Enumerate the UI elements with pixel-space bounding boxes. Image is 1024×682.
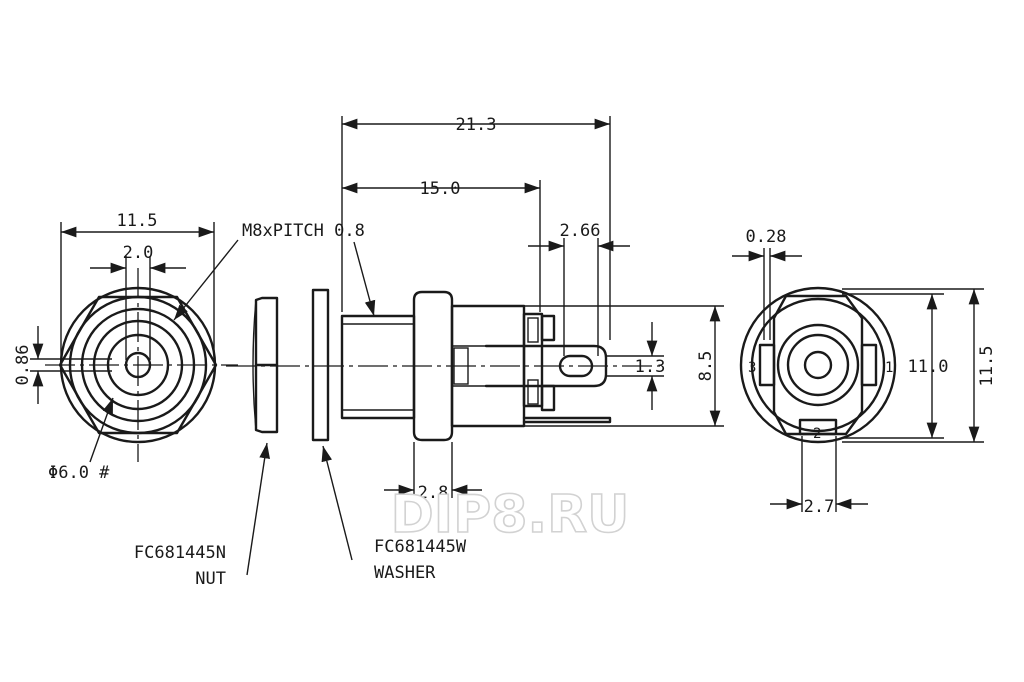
dim-rear-height: 11.0 — [908, 357, 949, 377]
dim-rear-total: 11.5 — [977, 346, 997, 387]
dim-pin-offset: 2.66 — [560, 221, 601, 241]
dim-bore-diameter: Φ6.0 # — [48, 463, 110, 483]
thread-spec: M8xPITCH 0.8 — [242, 221, 365, 241]
dim-rear-pin-gap: 2.7 — [804, 497, 835, 517]
washer-side — [311, 288, 353, 561]
dim-pin-width: 1.3 — [635, 357, 666, 377]
washer-part-code: FC681445W — [374, 537, 467, 557]
pin-label-2: 2 — [813, 426, 821, 442]
dim-overall-length: 21.3 — [456, 115, 497, 135]
dim-body-length: 15.0 — [420, 179, 461, 199]
nut-side — [246, 296, 279, 576]
pin-label-1: 1 — [885, 360, 893, 376]
dim-slot-height: 0.86 — [13, 345, 33, 386]
watermark: DIP8.RU — [391, 485, 630, 545]
nut-part-name: NUT — [195, 569, 226, 589]
pin-label-3: 3 — [748, 360, 756, 376]
rear-view — [732, 248, 984, 512]
side-view — [226, 116, 724, 498]
nut-part-code: FC681445N — [134, 543, 226, 563]
front-view — [30, 222, 239, 463]
dim-rear-offset: 0.28 — [746, 227, 787, 247]
dim-body-height: 8.5 — [696, 351, 716, 382]
washer-part-name: WASHER — [374, 563, 436, 583]
dim-front-width: 11.5 — [117, 211, 158, 231]
dim-hole-width: 2.0 — [123, 243, 154, 263]
dim-flange-thickness: 2.8 — [418, 483, 449, 503]
